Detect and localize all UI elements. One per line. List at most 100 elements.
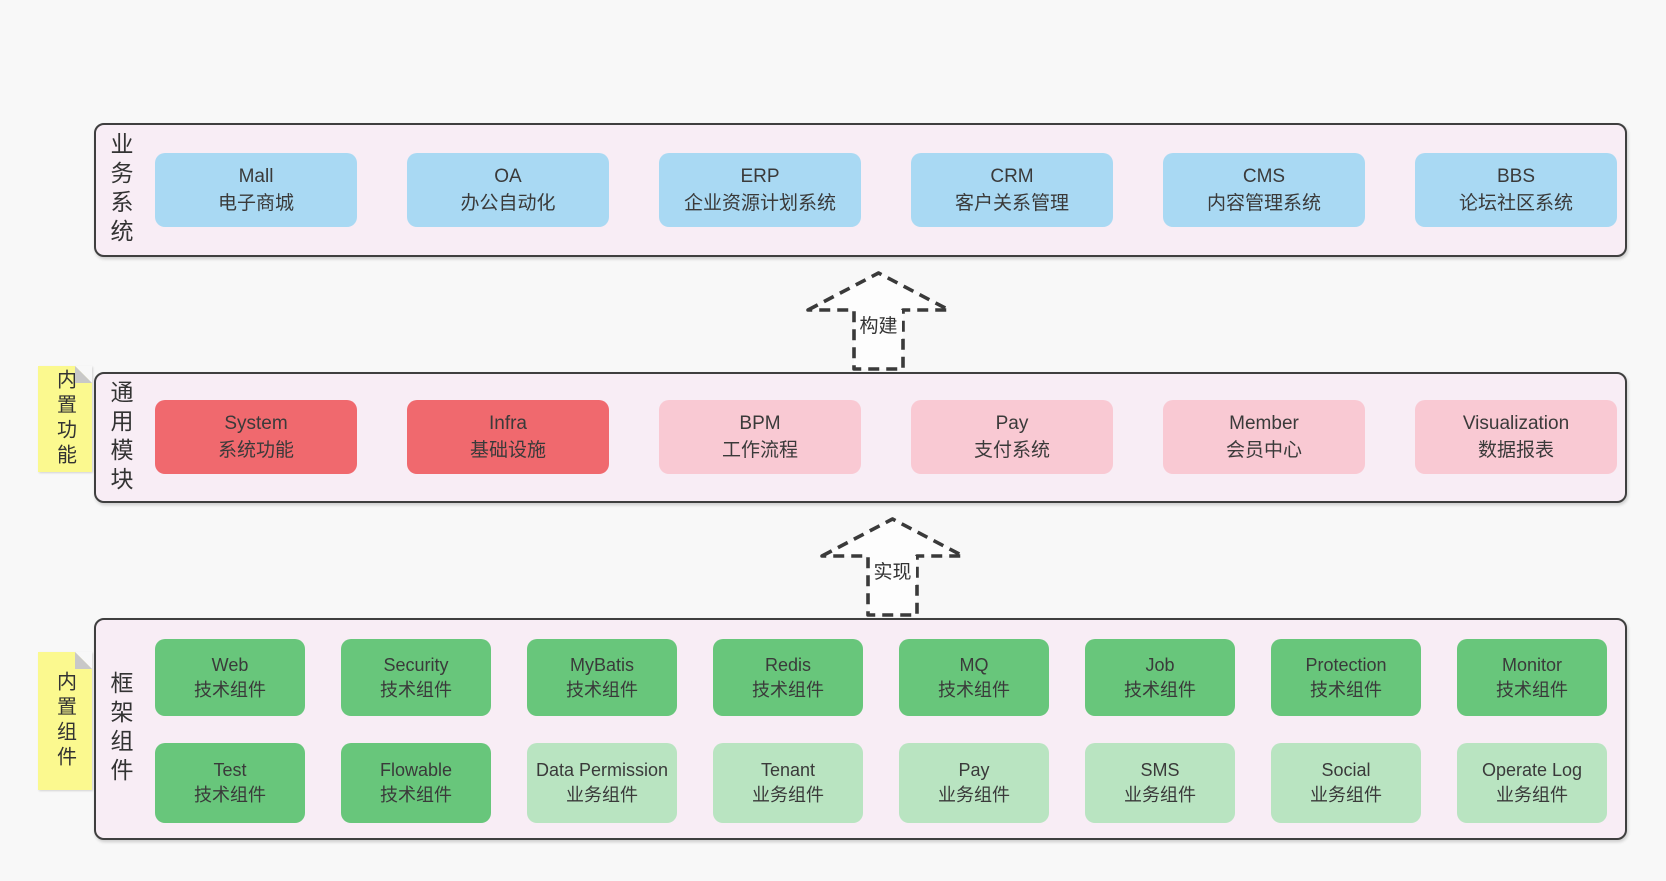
box-subtitle: 基础设施 [469, 440, 546, 461]
box-subtitle: 技术组件 [1310, 679, 1382, 700]
box-title: Member [1229, 413, 1299, 434]
note-text: 内置组件 [53, 671, 76, 771]
box-mybatis: MyBatis 技术组件 [527, 639, 677, 716]
box-subtitle: 工作流程 [721, 440, 798, 461]
box-title: MyBatis [569, 654, 634, 675]
note-text: 内置功能 [53, 369, 76, 469]
box-title: Data Permission [535, 760, 669, 780]
folded-corner-icon [75, 366, 92, 383]
box-title: OA [494, 166, 522, 187]
common-modules-section: 通用模块 System 系统功能 Infra 基础设施 BPM 工作流程 Pay… [94, 372, 1627, 503]
box-pay: Pay 支付系统 [911, 400, 1113, 474]
box-subtitle: 业务组件 [1496, 785, 1568, 805]
box-title: Pay [995, 413, 1029, 434]
box-subtitle: 办公自动化 [460, 193, 556, 214]
box-subtitle: 论坛社区系统 [1458, 193, 1573, 214]
box-subtitle: 业务组件 [1124, 785, 1196, 805]
box-data-permission: Data Permission 业务组件 [527, 743, 677, 823]
box-bpm: BPM 工作流程 [659, 400, 861, 474]
box-bbs: BBS 论坛社区系统 [1415, 153, 1617, 227]
box-title: Redis [764, 654, 812, 675]
builtin-functions-note: 内置功能 [38, 366, 92, 472]
box-test: Test 技术组件 [155, 743, 305, 823]
implement-arrow: 实现 [820, 515, 965, 618]
folded-corner-icon [75, 652, 92, 669]
box-subtitle: 业务组件 [1310, 785, 1382, 805]
box-subtitle: 技术组件 [752, 679, 824, 700]
implement-arrow-label: 实现 [869, 556, 916, 585]
box-mq: MQ 技术组件 [899, 639, 1049, 716]
box-title: System [224, 413, 288, 434]
box-title: CMS [1242, 166, 1286, 187]
box-subtitle: 企业资源计划系统 [683, 193, 836, 214]
box-subtitle: 技术组件 [1496, 679, 1568, 700]
box-title: Job [1145, 654, 1175, 675]
box-subtitle: 技术组件 [566, 679, 638, 700]
box-redis: Redis 技术组件 [713, 639, 863, 716]
box-flowable: Flowable 技术组件 [341, 743, 491, 823]
section-label-modules: 通用模块 [107, 379, 133, 496]
box-pay-biz: Pay 业务组件 [899, 743, 1049, 823]
framework-components-section: 框架组件 Web 技术组件 Security 技术组件 MyBatis 技术组件… [94, 618, 1627, 840]
box-erp: ERP 企业资源计划系统 [659, 153, 861, 227]
box-subtitle: 技术组件 [1124, 679, 1196, 700]
box-subtitle: 支付系统 [973, 440, 1050, 461]
box-title: ERP [740, 166, 780, 187]
box-title: BBS [1496, 166, 1536, 187]
box-title: Social [1321, 760, 1371, 780]
box-title: Visualization [1462, 413, 1570, 434]
box-title: Security [383, 654, 449, 675]
box-cms: CMS 内容管理系统 [1163, 153, 1365, 227]
box-protection: Protection 技术组件 [1271, 639, 1421, 716]
box-subtitle: 数据报表 [1477, 440, 1554, 461]
box-title: BPM [739, 413, 781, 434]
box-title: Test [213, 760, 247, 780]
box-subtitle: 系统功能 [217, 440, 294, 461]
section-label-business: 业务系统 [107, 132, 133, 248]
box-subtitle: 技术组件 [380, 785, 452, 805]
box-title: Web [211, 654, 249, 675]
box-oa: OA 办公自动化 [407, 153, 609, 227]
box-title: CRM [990, 166, 1034, 187]
box-subtitle: 技术组件 [938, 679, 1010, 700]
box-subtitle: 会员中心 [1225, 440, 1302, 461]
build-arrow: 构建 [806, 269, 951, 372]
box-member: Member 会员中心 [1163, 400, 1365, 474]
box-sms: SMS 业务组件 [1085, 743, 1235, 823]
box-subtitle: 业务组件 [566, 785, 638, 805]
box-title: Protection [1305, 654, 1387, 675]
box-security: Security 技术组件 [341, 639, 491, 716]
box-title: MQ [959, 654, 989, 675]
box-operate-log: Operate Log 业务组件 [1457, 743, 1607, 823]
box-subtitle: 业务组件 [752, 785, 824, 805]
tech-components-row: Web 技术组件 Security 技术组件 MyBatis 技术组件 Redi… [155, 639, 1607, 716]
build-arrow-label: 构建 [855, 310, 902, 339]
box-web: Web 技术组件 [155, 639, 305, 716]
box-social: Social 业务组件 [1271, 743, 1421, 823]
business-systems-section: 业务系统 Mall 电子商城 OA 办公自动化 ERP 企业资源计划系统 CRM… [94, 123, 1627, 257]
box-tenant: Tenant 业务组件 [713, 743, 863, 823]
box-subtitle: 业务组件 [938, 785, 1010, 805]
box-title: Infra [488, 413, 528, 434]
box-subtitle: 技术组件 [194, 679, 266, 700]
box-infra: Infra 基础设施 [407, 400, 609, 474]
box-subtitle: 客户关系管理 [954, 193, 1069, 214]
box-job: Job 技术组件 [1085, 639, 1235, 716]
common-modules-row: System 系统功能 Infra 基础设施 BPM 工作流程 Pay 支付系统… [155, 400, 1617, 474]
box-title: Pay [958, 760, 990, 780]
section-label-framework: 框架组件 [107, 671, 133, 787]
box-title: Mall [238, 166, 274, 187]
box-subtitle: 电子商城 [217, 193, 294, 214]
box-title: SMS [1140, 760, 1180, 780]
builtin-components-note: 内置组件 [38, 652, 92, 790]
box-title: Operate Log [1481, 760, 1583, 780]
box-title: Flowable [379, 760, 453, 780]
box-title: Monitor [1501, 654, 1563, 675]
biz-components-row: Test 技术组件 Flowable 技术组件 Data Permission … [155, 743, 1607, 823]
box-system: System 系统功能 [155, 400, 357, 474]
box-mall: Mall 电子商城 [155, 153, 357, 227]
box-monitor: Monitor 技术组件 [1457, 639, 1607, 716]
box-subtitle: 内容管理系统 [1206, 193, 1321, 214]
box-subtitle: 技术组件 [380, 679, 452, 700]
business-systems-row: Mall 电子商城 OA 办公自动化 ERP 企业资源计划系统 CRM 客户关系… [155, 153, 1617, 227]
